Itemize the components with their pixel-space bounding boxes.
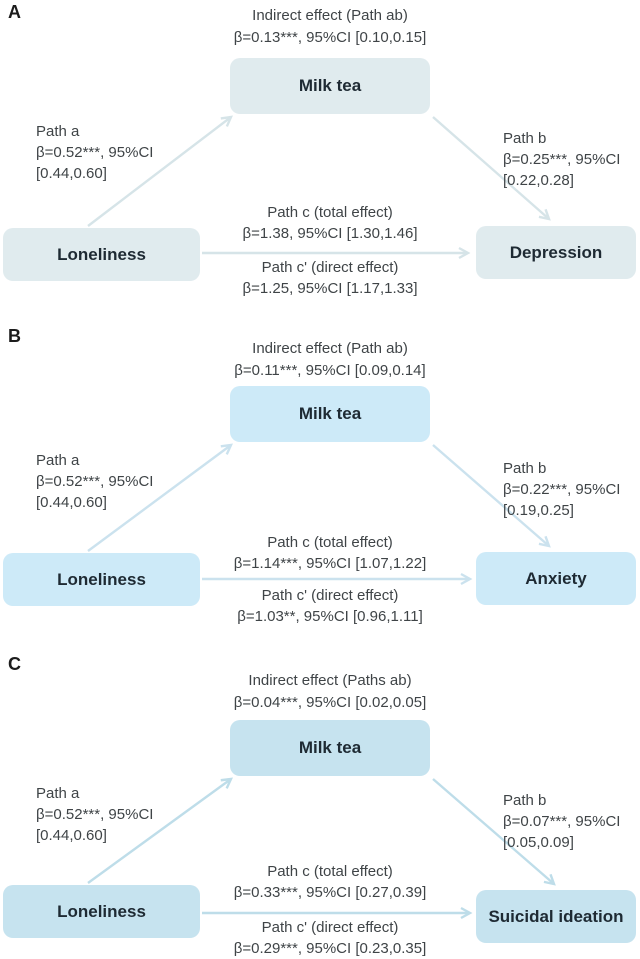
total-effect-value: β=1.14***, 95%CI [1.07,1.22]	[233, 555, 427, 572]
path-a-label: Path a β=0.52***, 95%CI [0.44,0.60]	[36, 121, 153, 184]
direct-effect-value: β=0.29***, 95%CI [0.23,0.35]	[233, 940, 427, 957]
panel-b: B Indirect effect (Path ab) β=0.11***, 9…	[0, 320, 640, 640]
total-effect-label: Path c (total effect)	[267, 204, 393, 221]
path-a-line: Path a	[36, 785, 80, 802]
path-a-line: [0.44,0.60]	[36, 827, 107, 844]
direct-effect-value: β=1.03**, 95%CI [0.96,1.11]	[237, 608, 423, 625]
panel-c-arrows	[87, 777, 556, 920]
path-a-line: [0.44,0.60]	[36, 165, 107, 182]
panel-letter: C	[8, 654, 21, 674]
path-b-line: β=0.22***, 95%CI	[503, 481, 621, 498]
total-effect-label: Path c (total effect)	[267, 534, 393, 551]
indirect-effect-note: Indirect effect (Path ab) β=0.11***, 95%…	[140, 338, 520, 382]
panel-a: A Indirect effect (Path ab) β=0.13***, 9…	[0, 0, 640, 320]
outcome-box: Suicidal ideation	[476, 890, 636, 943]
outcome-box: Depression	[476, 226, 636, 279]
path-a-line: β=0.52***, 95%CI	[36, 806, 154, 823]
path-b-arrow	[432, 444, 551, 548]
indirect-effect-label: Indirect effect (Paths ab)	[248, 672, 412, 689]
direct-effect-label: Path c' (direct effect)	[261, 259, 399, 276]
path-a-label: Path a β=0.52***, 95%CI [0.44,0.60]	[36, 783, 153, 846]
path-a-line: β=0.52***, 95%CI	[36, 144, 154, 161]
indirect-effect-note: Indirect effect (Path ab) β=0.13***, 95%…	[140, 5, 520, 49]
total-effect-value: β=1.38, 95%CI [1.30,1.46]	[242, 225, 418, 242]
indirect-effect-note: Indirect effect (Paths ab) β=0.04***, 95…	[140, 670, 520, 714]
total-effect-note: Path c (total effect) β=1.38, 95%CI [1.3…	[150, 202, 510, 244]
path-b-line: β=0.25***, 95%CI	[503, 151, 621, 168]
mediator-box: Milk tea	[230, 720, 430, 776]
panel-b-arrows	[87, 443, 551, 586]
total-effect-note: Path c (total effect) β=0.33***, 95%CI […	[150, 861, 510, 903]
direct-effect-note: Path c' (direct effect) β=0.29***, 95%CI…	[150, 917, 510, 959]
mediator-box: Milk tea	[230, 58, 430, 114]
path-b-label: Path b β=0.25***, 95%CI [0.22,0.28]	[503, 128, 620, 191]
path-b-arrow	[432, 116, 551, 221]
path-b-label: Path b β=0.22***, 95%CI [0.19,0.25]	[503, 458, 620, 521]
indirect-effect-value: β=0.04***, 95%CI [0.02,0.05]	[233, 694, 427, 711]
indirect-effect-label: Indirect effect (Path ab)	[252, 340, 408, 357]
direct-effect-label: Path c' (direct effect)	[261, 919, 399, 936]
path-b-line: [0.19,0.25]	[503, 502, 574, 519]
indirect-effect-label: Indirect effect (Path ab)	[252, 7, 408, 24]
total-effect-label: Path c (total effect)	[267, 863, 393, 880]
predictor-box: Loneliness	[3, 553, 200, 606]
predictor-box: Loneliness	[3, 885, 200, 938]
panel-a-arrows	[87, 115, 551, 260]
path-b-line: [0.05,0.09]	[503, 834, 574, 851]
path-a-line: β=0.52***, 95%CI	[36, 473, 154, 490]
path-a-line: Path a	[36, 123, 80, 140]
panel-c: C Indirect effect (Paths ab) β=0.04***, …	[0, 640, 640, 959]
direct-effect-label: Path c' (direct effect)	[261, 587, 399, 604]
outcome-box: Anxiety	[476, 552, 636, 605]
mediator-box: Milk tea	[230, 386, 430, 442]
panel-letter: B	[8, 326, 21, 346]
predictor-box: Loneliness	[3, 228, 200, 281]
path-b-line: [0.22,0.28]	[503, 172, 574, 189]
path-b-arrow	[432, 778, 556, 886]
path-b-line: Path b	[503, 792, 547, 809]
path-b-label: Path b β=0.07***, 95%CI [0.05,0.09]	[503, 790, 620, 853]
total-effect-value: β=0.33***, 95%CI [0.27,0.39]	[233, 884, 427, 901]
path-b-line: Path b	[503, 460, 547, 477]
path-a-arrow	[87, 115, 233, 227]
direct-effect-note: Path c' (direct effect) β=1.25, 95%CI [1…	[150, 257, 510, 299]
path-a-line: [0.44,0.60]	[36, 494, 107, 511]
direct-effect-value: β=1.25, 95%CI [1.17,1.33]	[242, 280, 418, 297]
indirect-effect-value: β=0.11***, 95%CI [0.09,0.14]	[234, 362, 426, 379]
panel-letter: A	[8, 2, 21, 22]
total-effect-note: Path c (total effect) β=1.14***, 95%CI […	[150, 532, 510, 574]
path-a-line: Path a	[36, 452, 80, 469]
path-a-arrow	[87, 443, 233, 552]
path-b-line: β=0.07***, 95%CI	[503, 813, 621, 830]
path-a-label: Path a β=0.52***, 95%CI [0.44,0.60]	[36, 450, 153, 513]
direct-effect-note: Path c' (direct effect) β=1.03**, 95%CI …	[150, 585, 510, 627]
path-a-arrow	[87, 777, 233, 884]
indirect-effect-value: β=0.13***, 95%CI [0.10,0.15]	[233, 29, 427, 46]
path-b-line: Path b	[503, 130, 547, 147]
